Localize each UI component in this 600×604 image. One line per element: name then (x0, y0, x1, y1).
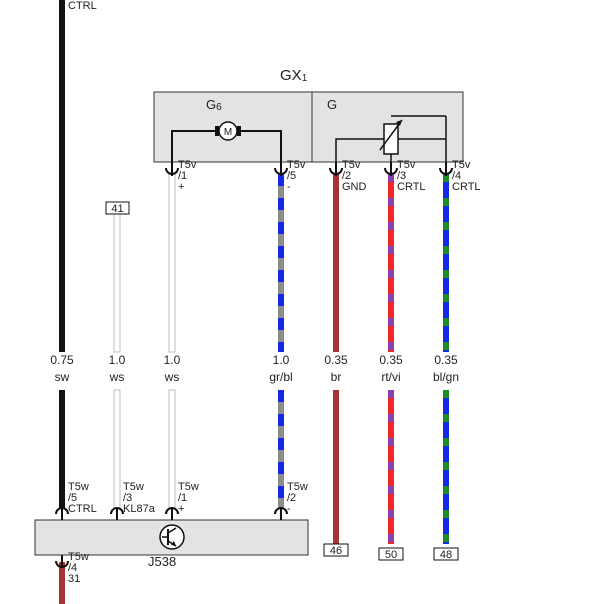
svg-text:0.35: 0.35 (324, 353, 348, 367)
svg-text:bl/gn: bl/gn (433, 370, 459, 384)
svg-text:T5v/5-: T5v/5- (287, 159, 306, 193)
svg-text:ws: ws (109, 370, 125, 384)
svg-text:M: M (224, 127, 232, 138)
j538-label: J538 (148, 554, 176, 569)
transistor-icon (159, 524, 185, 550)
svg-text:48: 48 (440, 549, 452, 561)
g6-label: G6 (206, 97, 222, 113)
svg-text:50: 50 (385, 549, 397, 561)
wire-ground[interactable] (59, 562, 65, 604)
wire-sw[interactable] (59, 0, 65, 508)
svg-text:0.35: 0.35 (434, 353, 458, 367)
svg-text:br: br (331, 370, 342, 384)
module-title: GX1 (280, 67, 308, 84)
svg-text:41: 41 (111, 203, 123, 215)
wire-gr-bl[interactable] (278, 174, 284, 508)
svg-text:0.75: 0.75 (50, 353, 74, 367)
wire-labels: 0.75 sw 1.0 ws 1.0 ws 1.0 gr/bl 0.35 br … (50, 353, 459, 384)
ref-box-41[interactable]: 41 (105, 201, 130, 215)
svg-text:1.0: 1.0 (273, 353, 290, 367)
svg-text:T5v/1+: T5v/1+ (178, 159, 197, 193)
svg-text:gr/bl: gr/bl (269, 370, 292, 384)
svg-text:rt/vi: rt/vi (381, 370, 400, 384)
g-label: G (327, 97, 337, 112)
svg-text:sw: sw (55, 370, 70, 384)
potentiometer-icon (335, 115, 447, 162)
svg-text:46: 46 (330, 545, 342, 557)
svg-text:T5w/431: T5w/431 (68, 551, 89, 585)
wire-bl-gn[interactable] (443, 174, 449, 544)
wire-ws-plus[interactable] (168, 173, 176, 509)
module-gx1-box[interactable] (153, 91, 464, 163)
svg-text:0.35: 0.35 (379, 353, 403, 367)
connector-top-pins (165, 162, 453, 176)
svg-text:T5w/1+: T5w/1+ (178, 481, 199, 515)
wire-br[interactable] (333, 174, 339, 544)
ref-box-46[interactable]: 46 (323, 543, 349, 557)
top-ctrl-label: CTRL (68, 0, 97, 12)
svg-text:1.0: 1.0 (109, 353, 126, 367)
connector-bottom-pins (55, 507, 288, 568)
wire-rt-vi[interactable] (388, 174, 394, 544)
ref-box-50[interactable]: 50 (378, 547, 404, 561)
svg-text:T5w/2-: T5w/2- (287, 481, 308, 515)
ref-box-48[interactable]: 48 (433, 547, 459, 561)
motor-icon: M (215, 121, 241, 141)
svg-text:ws: ws (164, 370, 180, 384)
svg-text:1.0: 1.0 (164, 353, 181, 367)
